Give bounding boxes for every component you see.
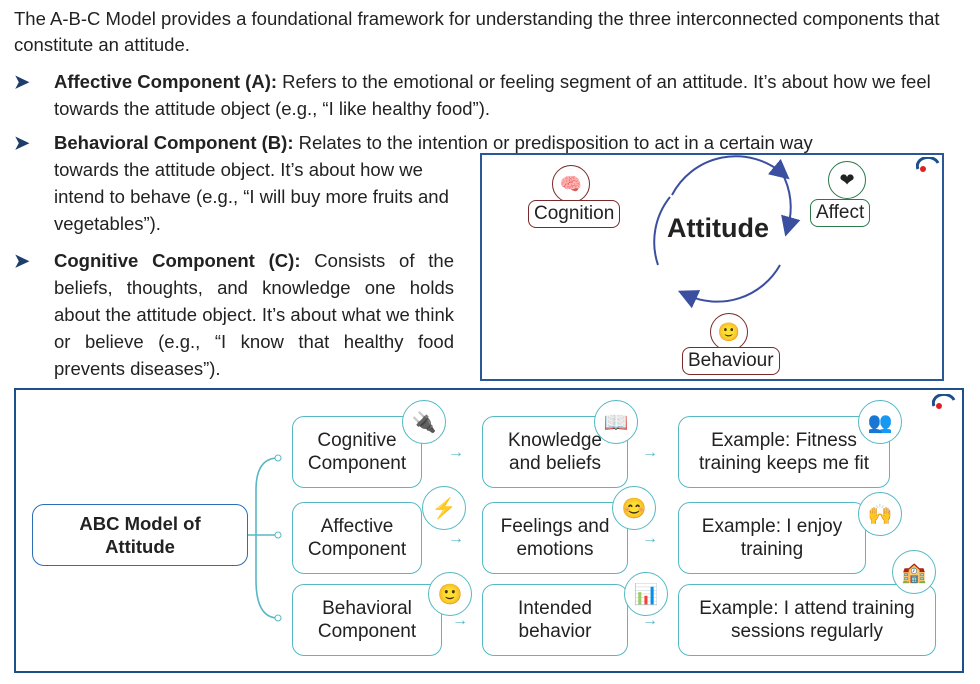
affect-label: Affect <box>810 199 871 227</box>
behavioral-component-node: Behavioral Component <box>292 584 442 656</box>
logo-icon <box>916 157 940 172</box>
example-node: Example: Fitness training keeps me fit <box>678 416 890 488</box>
cycle-arrows <box>653 155 801 309</box>
bullet-title: Behavioral Component (B): <box>54 132 294 153</box>
affective-component-node: Affective Component <box>292 502 422 574</box>
bullet-behavioral: ➤ Behavioral Component (B): Relates to t… <box>14 129 948 249</box>
arrow-right-icon: → <box>642 612 658 629</box>
book-icon: 📖 <box>594 400 638 444</box>
training-group-icon: 👥 <box>858 400 902 444</box>
meaning-label: Feelings and emotions <box>500 516 610 560</box>
cognitive-component-node: Cognitive Component <box>292 416 422 488</box>
example-label: Example: Fitness training keeps me fit <box>698 430 870 474</box>
feelings-node: Feelings and emotions <box>482 502 628 574</box>
bullet-text-continued: towards the attitude object. It’s about … <box>54 159 449 234</box>
connector-lines <box>248 454 282 622</box>
bullet-affective: ➤ Affective Component (A): Refers to the… <box>14 68 948 124</box>
knowledge-node: Knowledge and beliefs <box>482 416 628 488</box>
celebration-person-icon: 🙌 <box>858 492 902 536</box>
meaning-label: Intended behavior <box>518 598 592 642</box>
root-label: ABC Model of Attitude <box>79 513 201 557</box>
abc-root-node: ABC Model of Attitude <box>32 504 248 566</box>
example-node: Example: I enjoy training <box>678 502 866 574</box>
chevron-right-icon: ➤ <box>14 71 30 92</box>
person-emotions-icon: 🙂 <box>710 313 748 351</box>
arrow-right-icon: → <box>448 530 464 547</box>
bullet-title: Affective Component (A): <box>54 71 278 92</box>
arrow-right-icon: → <box>452 612 468 629</box>
bullet-title: Cognitive Component (C): <box>54 250 301 271</box>
bullet-text: Relates to the intention or predispositi… <box>293 132 813 153</box>
classroom-icon: 🏫 <box>892 550 936 594</box>
arrow-right-icon: → <box>642 530 658 547</box>
component-label: Cognitive Component <box>307 430 407 474</box>
component-label: Affective Component <box>307 516 407 560</box>
bullet-text: Refers to the emotional or feeling segme… <box>54 71 931 119</box>
example-label: Example: I attend training sessions regu… <box>699 598 915 642</box>
abc-model-diagram: ABC Model of Attitude Cognitive Componen… <box>14 388 964 673</box>
arrow-right-icon: → <box>642 444 658 461</box>
example-node: Example: I attend training sessions regu… <box>678 584 936 656</box>
attitude-diagram: 🧠 Cognition ❤ Affect Attitude 🙂 Behaviou… <box>480 153 944 381</box>
presentation-icon: 📊 <box>624 572 668 616</box>
heart-head-icon: ❤ <box>828 161 866 199</box>
arrow-right-icon: → <box>448 444 464 461</box>
chevron-right-icon: ➤ <box>14 250 30 271</box>
circuit-brain-icon: 🔌 <box>402 400 446 444</box>
intended-behavior-node: Intended behavior <box>482 584 628 656</box>
person-emotions-icon: 🙂 <box>428 572 472 616</box>
cognition-label: Cognition <box>528 200 621 228</box>
brain-head-icon: 🧠 <box>552 165 590 203</box>
bullet-cognitive: ➤ Cognitive Component (C): Consists of t… <box>14 247 454 387</box>
meaning-label: Knowledge and beliefs <box>507 430 603 474</box>
logo-icon <box>932 394 956 409</box>
chevron-right-icon: ➤ <box>14 132 30 153</box>
mood-swing-icon: ⚡ <box>422 486 466 530</box>
emoji-choice-icon: 😊 <box>612 486 656 530</box>
component-label: Behavioral Component <box>317 598 417 642</box>
intro-paragraph: The A-B-C Model provides a foundational … <box>14 8 940 55</box>
behaviour-label: Behaviour <box>682 347 780 375</box>
bullet-text: Consists of the beliefs, thoughts, and k… <box>54 250 454 379</box>
attitude-title: Attitude <box>667 213 769 243</box>
example-label: Example: I enjoy training <box>701 516 843 560</box>
